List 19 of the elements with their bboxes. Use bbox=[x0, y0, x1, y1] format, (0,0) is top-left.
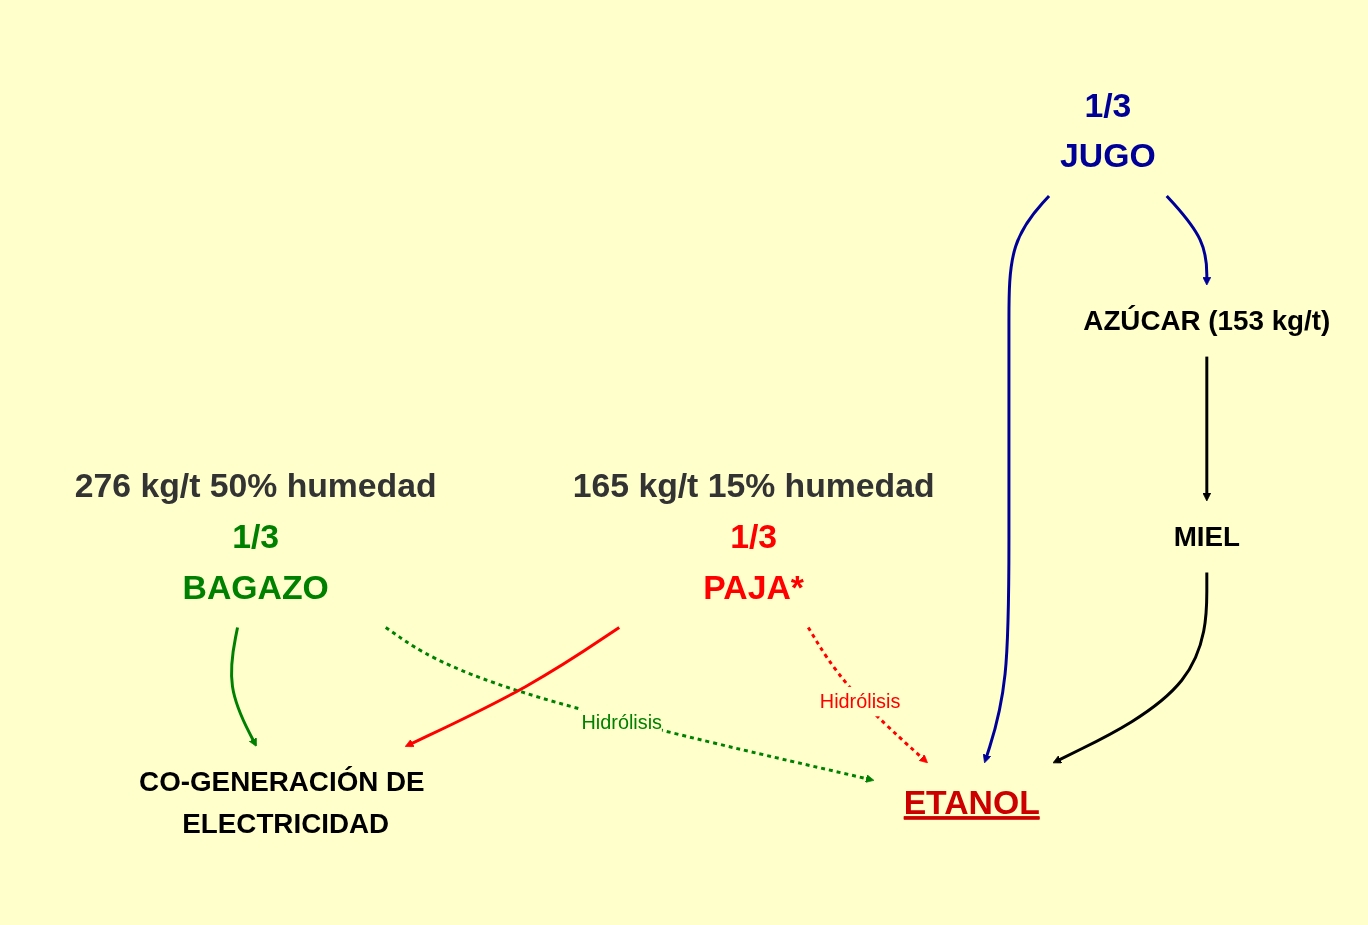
node-text: 1/3 JUGO bbox=[1060, 86, 1156, 175]
node-text: MIEL bbox=[1173, 521, 1240, 552]
arrow bbox=[806, 626, 928, 764]
arrow bbox=[1052, 572, 1209, 764]
arrow bbox=[1202, 356, 1212, 502]
arrow bbox=[404, 626, 621, 748]
edge-label: Hidrólisis bbox=[581, 711, 663, 734]
node-text: ETANOL bbox=[903, 783, 1040, 822]
node-label: 165 kg/t 15% humedad bbox=[572, 466, 935, 505]
node-text: 1/3 PAJA* bbox=[703, 517, 804, 606]
arrow bbox=[982, 195, 1051, 764]
arrow bbox=[1165, 195, 1212, 286]
node-text: AZÚCAR (153 kg/t) bbox=[1083, 305, 1331, 336]
edge-label: Hidrólisis bbox=[819, 690, 901, 713]
node-label: 276 kg/t 50% humedad bbox=[74, 466, 437, 505]
arrow bbox=[230, 627, 257, 748]
arrow bbox=[384, 626, 875, 784]
node-text: 1/3 BAGAZO bbox=[182, 517, 329, 606]
node-text: CO-GENERACIÓN DE ELECTRICIDAD bbox=[139, 766, 425, 839]
